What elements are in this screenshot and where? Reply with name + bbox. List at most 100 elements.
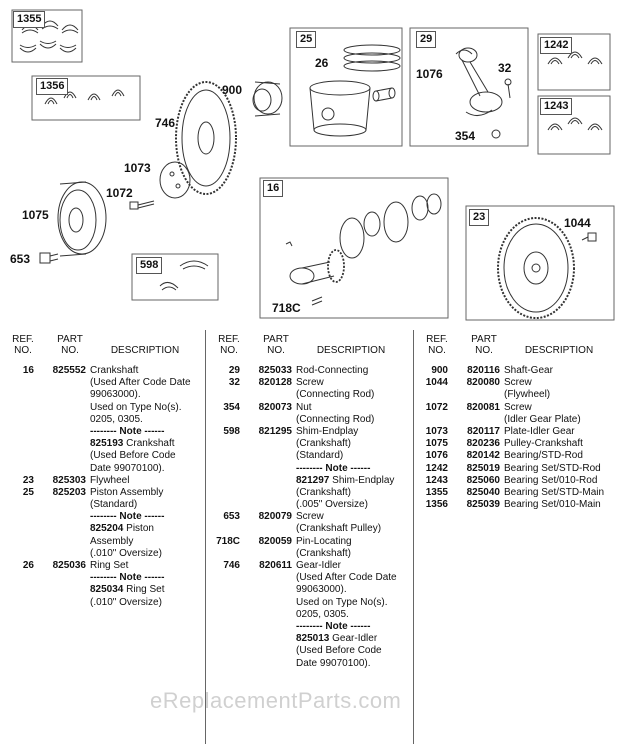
description: (.005" Oversize) xyxy=(296,499,368,511)
alternate-part-label: Crankshaft xyxy=(123,438,175,450)
description: Flywheel xyxy=(90,474,130,486)
bearing-set-1356-frame xyxy=(31,75,141,121)
description: (Standard) xyxy=(90,499,138,511)
ref-number: 16 xyxy=(22,365,34,376)
description: Piston Assembly xyxy=(90,486,164,498)
alternate-part-label: Piston xyxy=(123,523,154,535)
table-row: 825193 Crankshaft xyxy=(0,438,205,450)
ref-number: 1076 xyxy=(425,450,448,462)
description: (Used Before Code xyxy=(90,450,176,462)
description: Ring Set xyxy=(90,560,129,571)
ref-number: 1356 xyxy=(425,499,448,511)
alternate-part-label: Shim-Endplay xyxy=(329,474,395,486)
shim-598-frame xyxy=(131,253,219,301)
description: 99063000). xyxy=(90,389,141,401)
table-row: (Flywheel) xyxy=(414,389,620,401)
part-number: 820080 xyxy=(466,377,500,389)
callout-718C: 718C xyxy=(272,301,301,315)
alternate-part-label: Gear-Idler xyxy=(329,633,378,645)
description: Used on Type No(s). xyxy=(296,596,388,608)
idler-gear-746 xyxy=(175,81,237,195)
part-number: 825033 xyxy=(258,365,292,376)
part-number: 825203 xyxy=(52,486,86,498)
table-row: 99063000). xyxy=(0,389,205,401)
shim-endplay-598 xyxy=(159,260,209,291)
description: Date 99070100). xyxy=(90,462,165,474)
table-row: (Standard) xyxy=(0,499,205,511)
description: (Connecting Rod) xyxy=(296,413,375,425)
description: (Crankshaft Pulley) xyxy=(296,523,382,535)
crankshaft-16-frame xyxy=(259,177,449,319)
header-ref: REF.NO. xyxy=(12,334,34,356)
ref-number: 1075 xyxy=(425,438,448,450)
bearing-set-1243-frame xyxy=(537,95,611,155)
description: (Standard) xyxy=(296,450,344,462)
table-row: Date 99070100). xyxy=(206,658,413,670)
description: Screw xyxy=(296,377,324,389)
table-row: (Crankshaft Pulley) xyxy=(206,523,413,535)
description: Used on Type No(s). xyxy=(90,401,182,413)
description: Screw xyxy=(504,401,532,413)
table-row: (Connecting Rod) xyxy=(206,389,413,401)
alternate-part-label: Ring Set xyxy=(123,584,165,596)
table-row: (Crankshaft) xyxy=(206,438,413,450)
connecting-rod xyxy=(455,47,512,139)
ref-number: 1044 xyxy=(425,377,448,389)
description: Crankshaft xyxy=(90,365,139,376)
note-divider: -------- Note ------ xyxy=(90,572,165,584)
table-row: -------- Note ------ xyxy=(206,621,413,633)
description: (Idler Gear Plate) xyxy=(504,413,581,425)
table-row: (.010" Oversize) xyxy=(0,597,205,609)
table-row: 821297 Shim-Endplay xyxy=(206,475,413,487)
alternate-part-number: 825034 xyxy=(90,584,124,596)
shaft-gear-900 xyxy=(252,81,283,117)
part-number: 820128 xyxy=(258,377,292,389)
part-number: 825019 xyxy=(466,462,500,474)
ref-number: 23 xyxy=(22,474,34,486)
bearing-set-1355-frame xyxy=(11,9,83,63)
description: Assembly xyxy=(90,535,134,547)
description: 99063000). xyxy=(296,584,347,596)
box-label-29: 29 xyxy=(416,31,437,48)
locating-pin-718C xyxy=(311,296,323,306)
screw-1044 xyxy=(581,232,597,242)
ref-number: 1355 xyxy=(425,486,448,498)
box-label-1355: 1355 xyxy=(13,11,46,28)
ref-number: 1073 xyxy=(425,425,448,437)
description: Plate-Idler Gear xyxy=(504,425,575,437)
header-description: DESCRIPTION xyxy=(524,345,594,356)
box-label-598: 598 xyxy=(136,257,163,274)
table-row: Used on Type No(s). xyxy=(206,597,413,609)
description: Screw xyxy=(296,511,324,523)
part-number: 825040 xyxy=(466,486,500,498)
header-description: DESCRIPTION xyxy=(110,345,180,356)
table-row: -------- Note ------ xyxy=(0,572,205,584)
flywheel-23-frame xyxy=(465,205,615,321)
description: (Used After Code Date xyxy=(296,572,397,584)
box-label-1243: 1243 xyxy=(540,98,573,115)
ref-number: 598 xyxy=(223,425,240,437)
alternate-part-number: 821297 xyxy=(296,474,330,486)
note-divider: -------- Note ------ xyxy=(90,511,165,523)
table-row: -------- Note ------ xyxy=(0,511,205,523)
table-row: -------- Note ------ xyxy=(206,463,413,475)
ref-number: 25 xyxy=(22,486,34,498)
table-row: 25 825203 Piston Assembly xyxy=(0,487,205,499)
watermark: eReplacementParts.com xyxy=(150,688,402,713)
alternate-part-description: 825204 Piston xyxy=(90,523,154,535)
callout-1044: 1044 xyxy=(564,216,591,230)
description: Pin-Locating xyxy=(296,535,352,547)
